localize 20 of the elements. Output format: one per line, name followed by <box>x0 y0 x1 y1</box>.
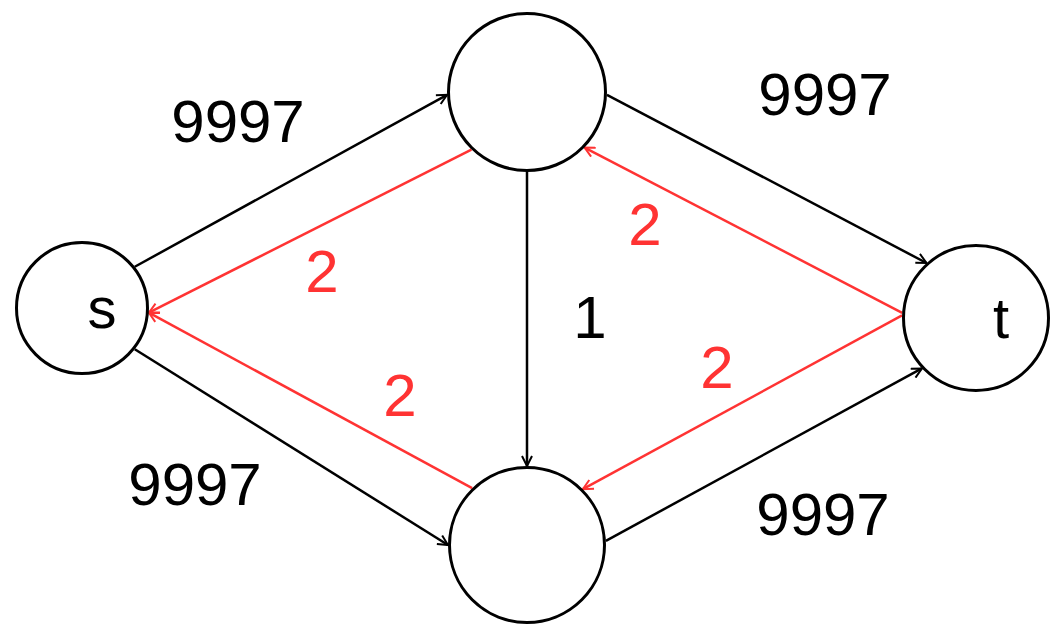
arrow <box>147 311 473 490</box>
edge-label: 2 <box>628 195 662 255</box>
arrow <box>583 146 903 314</box>
arrow <box>134 348 449 547</box>
edge-label: 9997 <box>128 455 262 515</box>
arrow <box>581 314 903 491</box>
arrow <box>606 93 928 265</box>
arrow <box>147 148 472 314</box>
node-label: t <box>991 289 1010 347</box>
edge-label: 9997 <box>758 65 892 125</box>
edge-label: 2 <box>383 366 417 426</box>
arrow <box>521 172 533 467</box>
edge-label: 1 <box>573 288 607 348</box>
edge-label: 9997 <box>756 485 890 545</box>
arrow <box>134 93 449 268</box>
node-label: s <box>86 279 117 337</box>
edge-label: 2 <box>700 338 734 398</box>
edge-label: 2 <box>305 242 339 302</box>
edge-label: 9997 <box>171 92 305 152</box>
arrow <box>605 367 923 542</box>
